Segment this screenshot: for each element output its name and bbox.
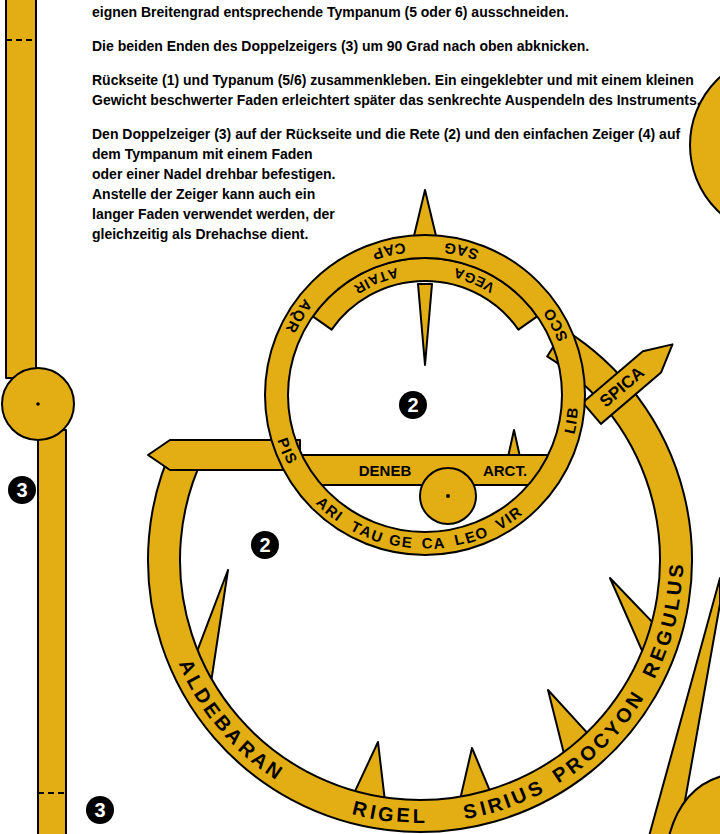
pointer-disc [2,368,74,440]
star-name: PROCYON [545,685,649,789]
rete: CAPSAGATAIRVEGAAQRSCOPISLIBDENEBARCT.ARI… [140,185,700,834]
ecliptic-ring [265,235,585,555]
star-pointer [508,430,520,457]
star-name: REGULUS [636,556,690,684]
letter: I [368,801,377,822]
star-arm [583,344,673,423]
instruction-text: eignen Breitengrad entsprechende Tympanu… [92,2,702,22]
callout-number: 2 [399,391,427,419]
star-name: ARCT. [483,463,527,478]
star-name: CA [416,532,450,555]
star-name: CAP [366,237,411,265]
star-name: ATAIR [349,263,404,298]
part-edge [668,776,720,834]
letter: U [657,611,680,630]
letter: A [433,535,445,551]
instructions: eignen Breitengrad entsprechende Tympanu… [92,2,702,374]
star-name: DENEB [359,463,412,478]
star-name: VIR [490,502,526,534]
letter: S [462,800,479,822]
callout-number: 3 [8,476,36,504]
star-name: SCO [539,304,573,347]
instruction-text: Den Doppelzeiger (3) auf der Rückseite u… [92,124,702,244]
star-pointer [418,284,432,365]
letter: G [388,532,402,549]
callout-number: 2 [251,531,279,559]
fold-line [38,792,66,794]
star-name: SIRIUS [455,774,549,826]
letter: U [664,580,685,597]
letter: B [564,407,580,420]
pointer-arm [38,430,66,834]
hub [420,468,476,524]
letter: L [661,597,683,612]
pivot-hole [36,402,40,406]
star-name: TAU [345,515,388,546]
star-name: LEO [448,521,492,550]
letter: G [377,803,395,825]
star-name: LIB [558,402,583,440]
letter: E [396,805,411,826]
star-name: RIGEL [345,794,434,831]
star-name: PIS [273,432,302,469]
star-name: VEGA [448,264,499,298]
letter: S [665,564,686,578]
star-pointer [413,190,437,240]
letter: R [351,797,370,820]
star-name: AQR [282,295,317,338]
pivot-hole [446,494,450,498]
star-name: ARI [312,492,350,527]
star-name: GE [384,529,418,553]
outer-ring [148,329,692,832]
star-name: ALDEBARAN [173,652,290,785]
letter: C [421,536,432,551]
star-name: SAG [439,237,484,265]
instruction-text: Rückseite (1) und Typanum (5/6) zusammen… [92,70,702,110]
part-edge [690,53,720,237]
pointer-arm [6,0,36,378]
fold-line [6,39,36,41]
letter: L [413,806,425,826]
letter: E [401,534,413,550]
instruction-text: Die beiden Enden des Doppelzeigers (3) u… [92,36,702,56]
letter: G [443,240,457,257]
callout-number: 3 [86,796,114,824]
